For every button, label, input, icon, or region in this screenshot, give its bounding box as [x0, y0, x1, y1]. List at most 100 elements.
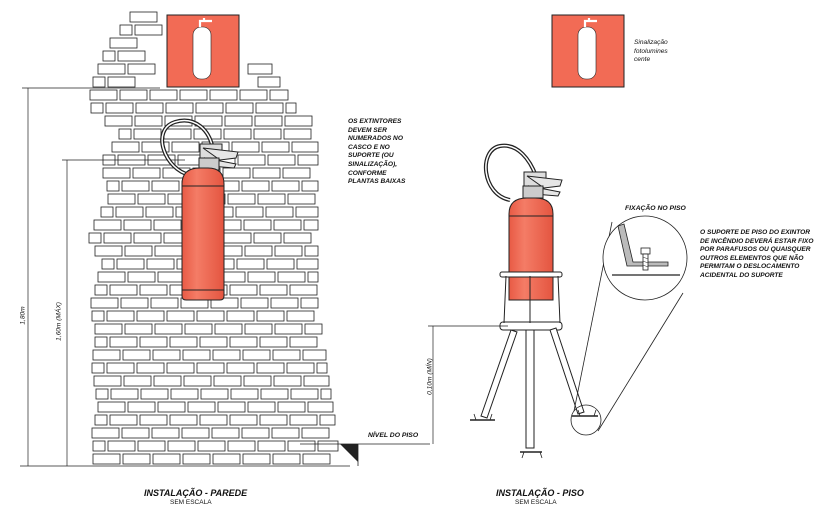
brick [259, 284, 288, 296]
brick [227, 193, 256, 205]
brick [133, 128, 162, 140]
brick [254, 115, 283, 127]
brick [225, 102, 254, 114]
brick [134, 115, 163, 127]
brick [90, 102, 104, 114]
brick [259, 414, 288, 426]
brick [287, 193, 316, 205]
floor-installation-title: INSTALAÇÃO - PISO [496, 488, 584, 498]
brick [274, 323, 303, 335]
floor-fixing-title: FIXAÇÃO NO PISO [625, 205, 686, 212]
brick [296, 258, 319, 270]
brick [120, 297, 149, 309]
note-line: ACIDENTAL DO SUPORTE [700, 271, 783, 279]
brick [91, 362, 105, 374]
brick [153, 219, 182, 231]
brick [169, 336, 198, 348]
brick [295, 206, 319, 218]
brick [269, 89, 289, 101]
brick [109, 336, 138, 348]
floor-level-marker [340, 444, 359, 466]
brick [101, 258, 115, 270]
brick [179, 89, 208, 101]
brick [152, 349, 181, 361]
brick [151, 427, 180, 439]
brick [146, 258, 175, 270]
brick [118, 128, 132, 140]
brick [124, 245, 153, 257]
brick [169, 414, 198, 426]
brick [257, 440, 286, 452]
brick [273, 375, 302, 387]
brick [94, 336, 108, 348]
brick [97, 401, 126, 413]
brick [166, 310, 195, 322]
note-line: OUTROS ELEMENTOS QUE NÃO [700, 254, 804, 262]
brick [121, 180, 150, 192]
brick [244, 245, 273, 257]
brick [170, 388, 199, 400]
brick [116, 258, 145, 270]
brick [94, 323, 123, 335]
brick [239, 89, 268, 101]
brick [291, 141, 319, 153]
brick [92, 453, 121, 465]
brick [157, 401, 186, 413]
extinguisher-height-dimension: 1,60m (MÁX) [55, 302, 63, 341]
brick [97, 63, 126, 75]
brick [261, 141, 290, 153]
wall-signage-icon [166, 14, 240, 88]
brick [92, 349, 121, 361]
brick [182, 453, 211, 465]
brick [237, 154, 266, 166]
brick [317, 440, 339, 452]
brick [102, 167, 131, 179]
brick [253, 232, 282, 244]
brick [89, 89, 118, 101]
brick [183, 375, 212, 387]
brick [154, 323, 183, 335]
brick [100, 206, 114, 218]
brick [127, 63, 156, 75]
floor-fixing-detail [570, 215, 688, 436]
brick [304, 245, 319, 257]
brick [109, 37, 138, 49]
brick [289, 284, 318, 296]
note-line: DEVEM SER [348, 126, 387, 134]
brick [107, 76, 136, 88]
brick [229, 414, 258, 426]
brick [181, 427, 210, 439]
dimension-lines-floor [428, 325, 508, 444]
note-line: OS EXTINTORES [348, 118, 402, 125]
brick [92, 440, 106, 452]
brick [277, 401, 306, 413]
brick [123, 375, 152, 387]
brick [230, 388, 259, 400]
brick [244, 323, 273, 335]
brick [187, 401, 216, 413]
brick [132, 167, 161, 179]
brick [129, 11, 158, 23]
brick [119, 89, 148, 101]
brick [284, 115, 313, 127]
brick [265, 206, 294, 218]
brick [119, 24, 133, 36]
brick [210, 297, 239, 309]
brick [196, 362, 225, 374]
brick [92, 76, 106, 88]
brick [193, 128, 222, 140]
brick [252, 167, 281, 179]
brick [106, 310, 135, 322]
note-line: PERMITAM O DESLOCAMENTO [700, 263, 800, 271]
brick [199, 336, 228, 348]
brick [271, 427, 300, 439]
note-line: SINALIZAÇÃO), [348, 160, 398, 168]
brick [273, 219, 302, 231]
brick [227, 440, 256, 452]
brick [211, 427, 240, 439]
brick [247, 401, 276, 413]
brick [307, 271, 319, 283]
note-line: POR PARAFUSOS OU QUAISQUER [700, 246, 811, 254]
brick [283, 232, 312, 244]
